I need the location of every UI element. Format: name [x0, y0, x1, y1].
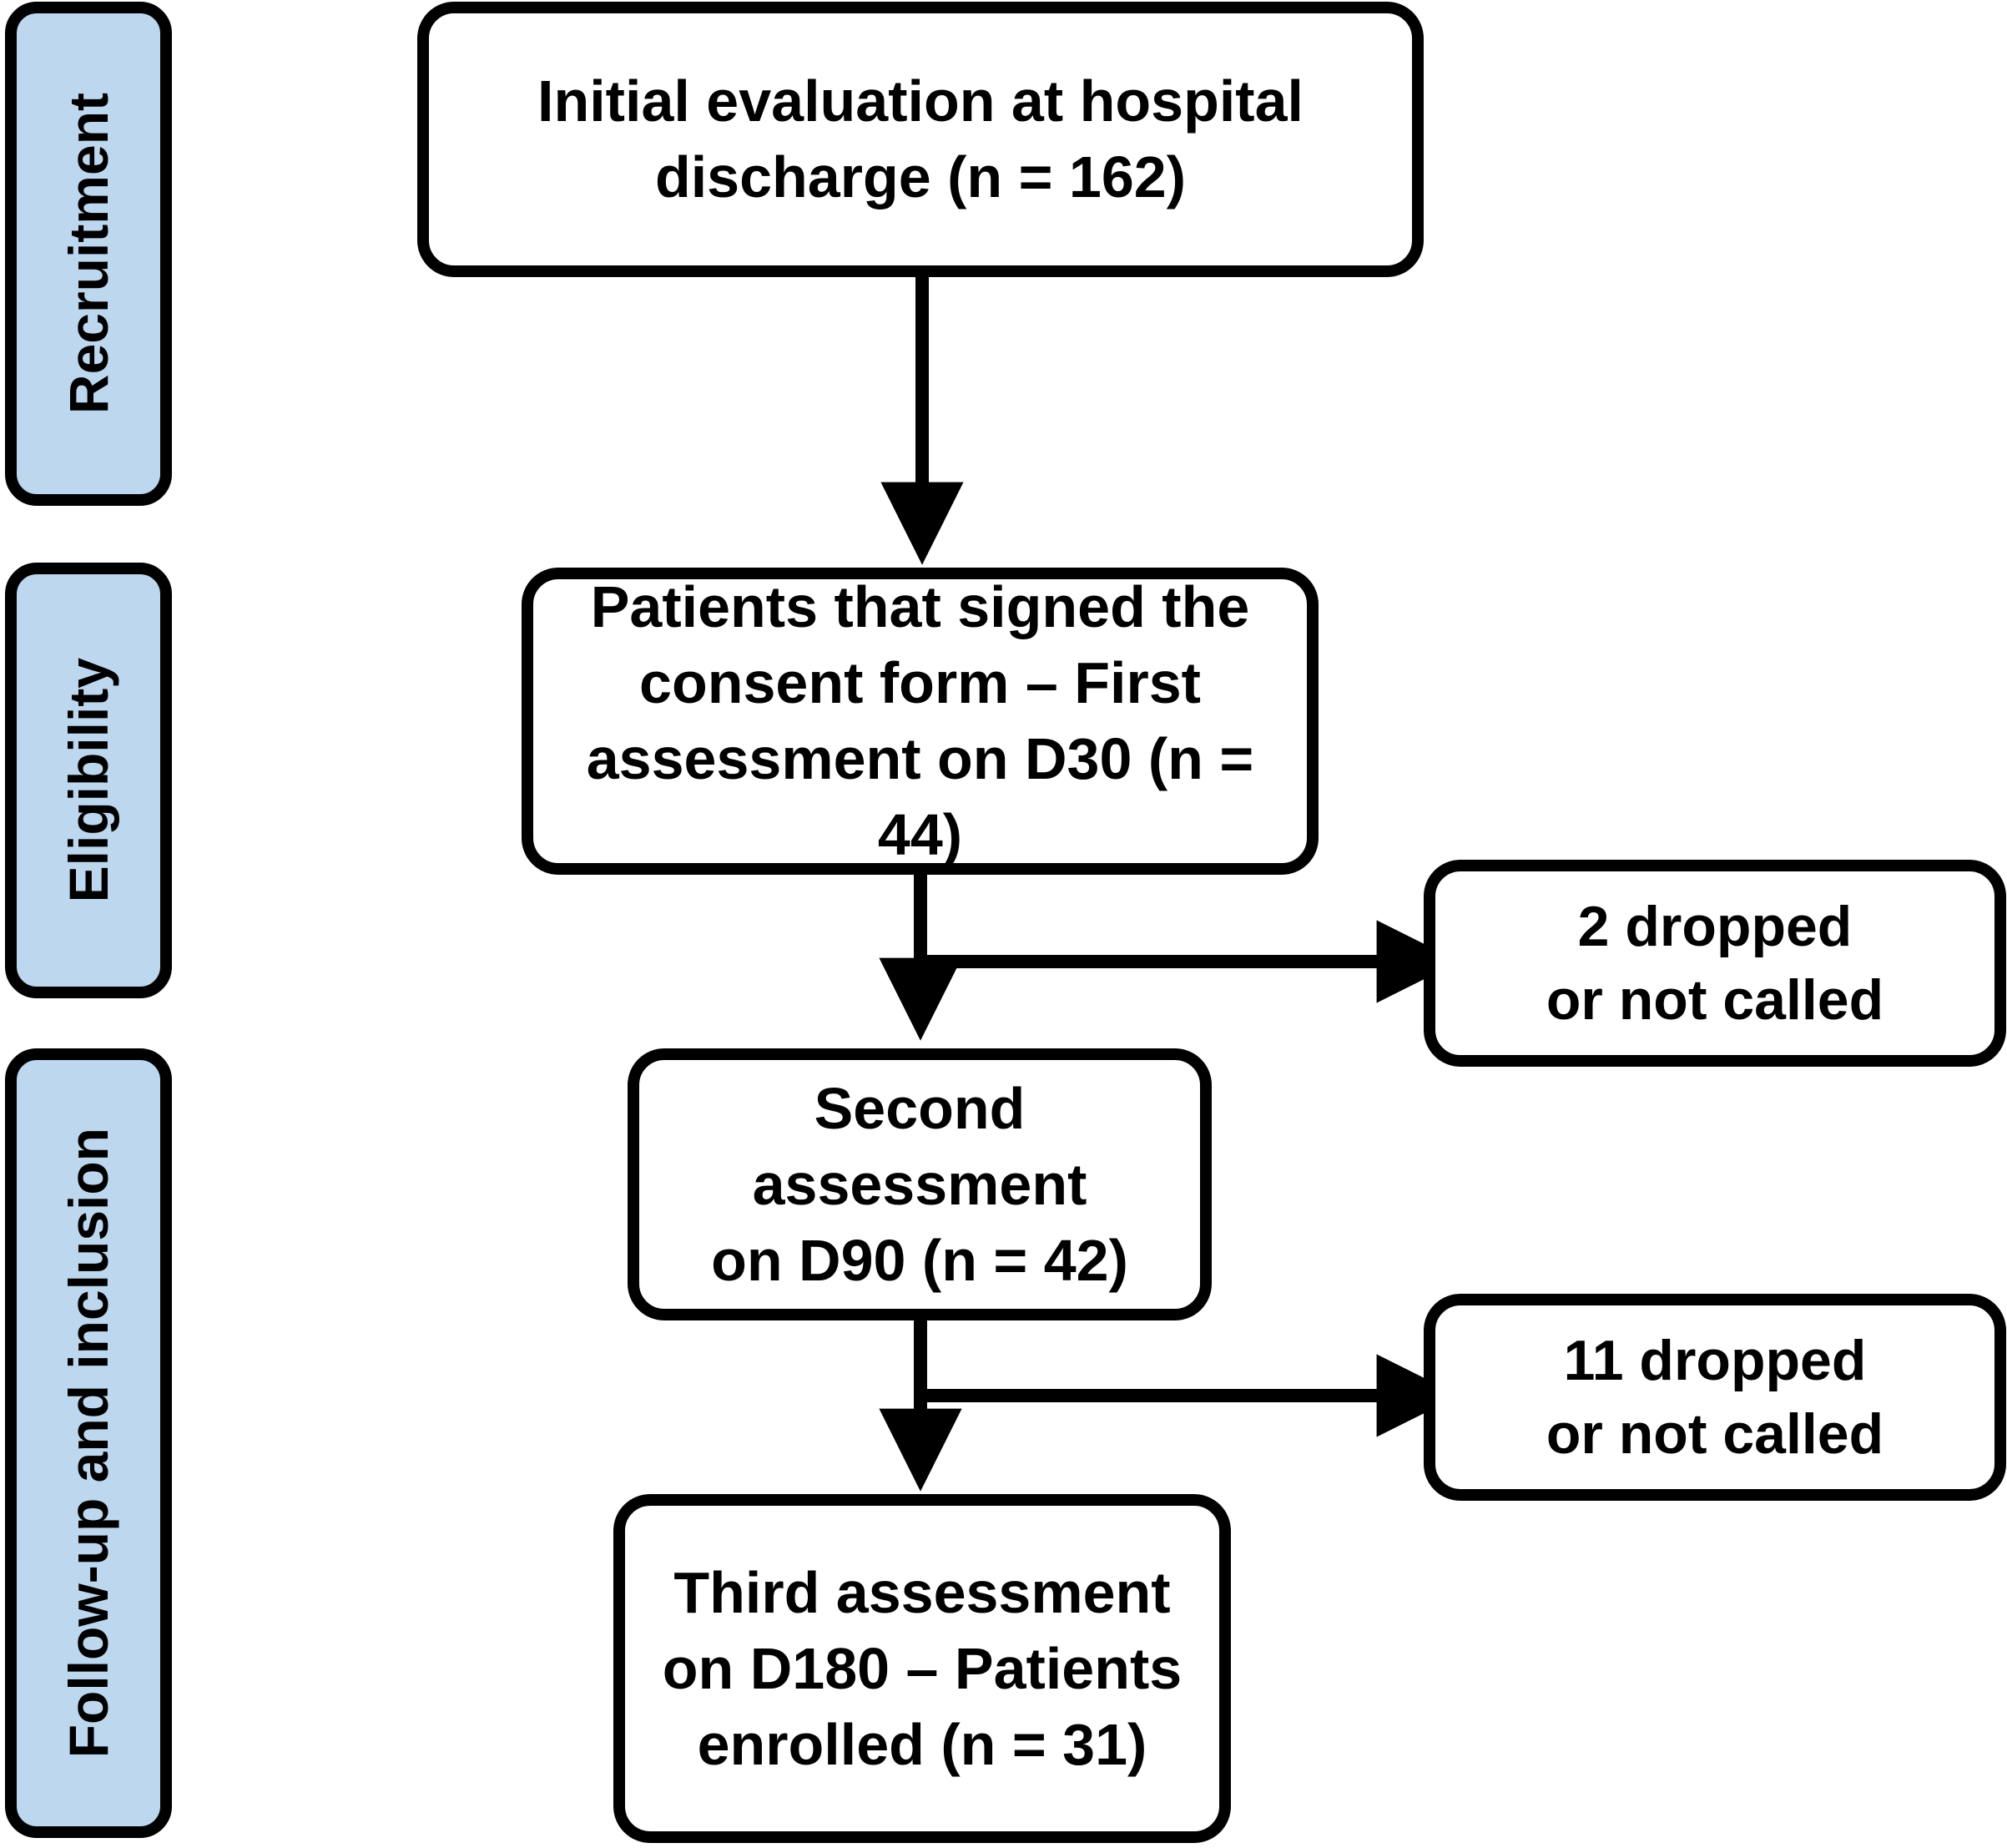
- node-line: Patients that signed the: [590, 574, 1250, 639]
- node-line: Third assessment: [673, 1559, 1171, 1625]
- stage-eligibility[interactable]: Eligibility: [5, 563, 172, 998]
- node-line: 2 dropped: [1577, 894, 1853, 958]
- node-dropped-11[interactable]: 11 dropped or not called: [1424, 1294, 2006, 1501]
- node-line: Second assessment: [752, 1075, 1087, 1217]
- stage-recruitment[interactable]: Recruitment: [5, 2, 172, 506]
- node-line: consent form – First: [639, 650, 1201, 715]
- node-dropped-2-text: 2 dropped or not called: [1523, 890, 1907, 1038]
- node-line: on D90 (n = 42): [711, 1227, 1128, 1293]
- node-line: 11 dropped: [1563, 1328, 1867, 1392]
- stage-recruitment-label: Recruitment: [58, 93, 119, 415]
- stage-eligibility-label: Eligibility: [58, 658, 119, 903]
- node-line: on D180 – Patients: [662, 1635, 1183, 1701]
- stage-follow-up-label: Follow-up and inclusion: [58, 1128, 119, 1759]
- node-initial-evaluation[interactable]: Initial evaluation at hospital discharge…: [417, 2, 1424, 277]
- node-line: or not called: [1546, 1402, 1884, 1466]
- node-line: Initial evaluation at hospital: [537, 68, 1304, 134]
- node-second-assessment-d90[interactable]: Second assessment on D90 (n = 42): [628, 1048, 1212, 1320]
- node-consent-d30[interactable]: Patients that signed the consent form – …: [522, 568, 1319, 875]
- node-line: or not called: [1546, 968, 1884, 1032]
- node-third-assessment-d180[interactable]: Third assessment on D180 – Patients enro…: [613, 1494, 1231, 1843]
- node-line: assessment on D30 (n = 44): [586, 726, 1254, 867]
- node-dropped-2[interactable]: 2 dropped or not called: [1424, 860, 2006, 1067]
- node-initial-evaluation-text: Initial evaluation at hospital discharge…: [514, 63, 1327, 215]
- node-dropped-11-text: 11 dropped or not called: [1523, 1324, 1907, 1472]
- node-line: discharge (n = 162): [654, 144, 1187, 210]
- node-third-assessment-text: Third assessment on D180 – Patients enro…: [639, 1555, 1205, 1783]
- node-second-assessment-text: Second assessment on D90 (n = 42): [639, 1071, 1200, 1299]
- stage-follow-up-and-inclusion[interactable]: Follow-up and inclusion: [5, 1048, 172, 1838]
- node-consent-d30-text: Patients that signed the consent form – …: [533, 569, 1307, 873]
- node-line: enrolled (n = 31): [697, 1711, 1147, 1777]
